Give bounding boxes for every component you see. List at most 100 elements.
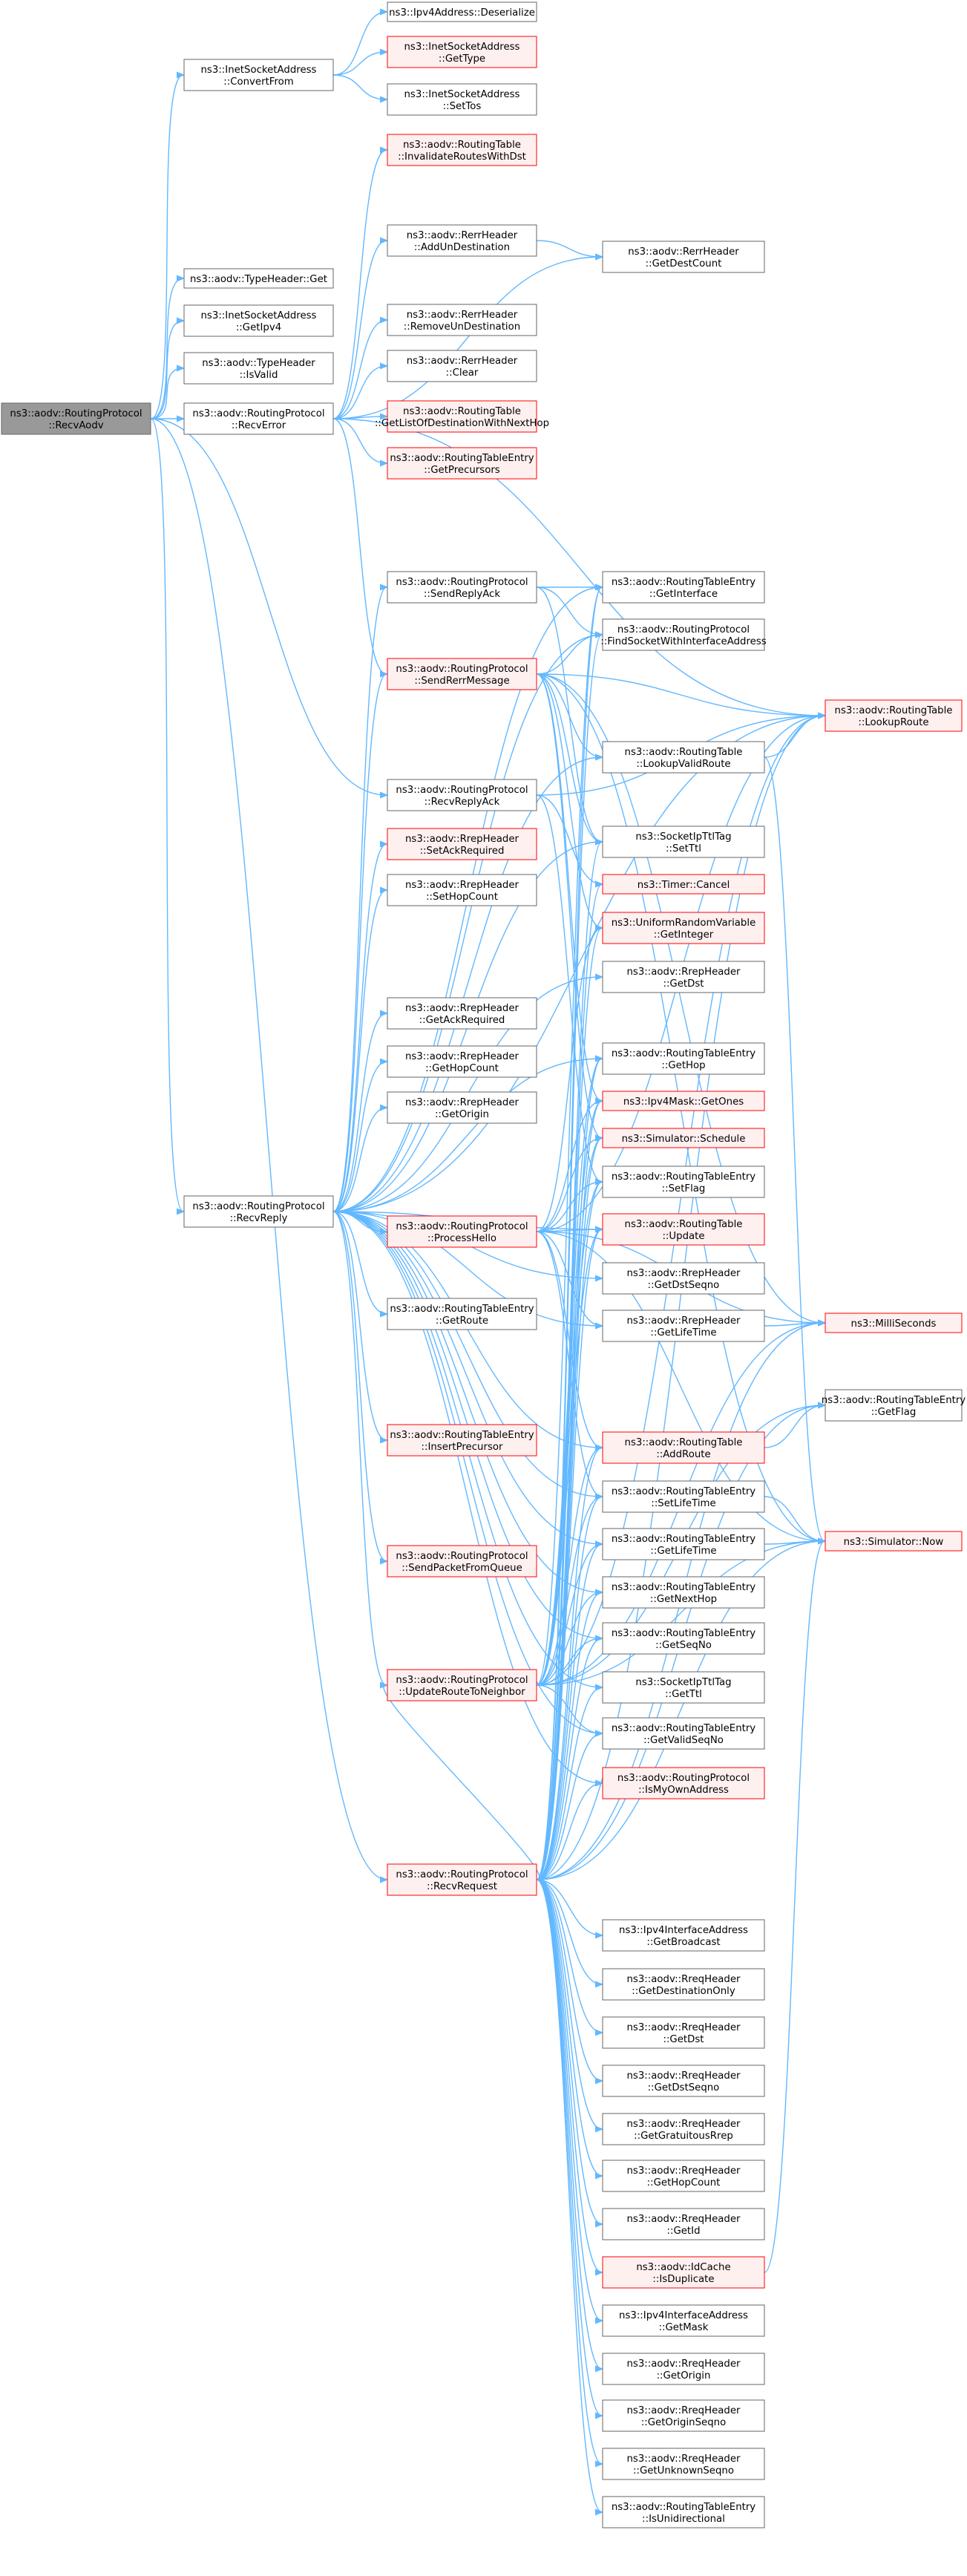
node-box	[387, 1215, 537, 1248]
edge-recvrequest-to-rreqgetdstseqno	[536, 1879, 602, 2081]
node-box	[602, 741, 765, 774]
node-rreqgetdstseqno[interactable]: ns3::aodv::RreqHeader::GetDstSeqno	[602, 2065, 765, 2097]
node-setlifetime[interactable]: ns3::aodv::RoutingTableEntry::SetLifeTim…	[602, 1480, 765, 1513]
node-recvrequest[interactable]: ns3::aodv::RoutingProtocol::RecvRequest	[387, 1863, 537, 1896]
node-recvaodv[interactable]: ns3::aodv::RoutingProtocol::RecvAodv	[1, 402, 151, 435]
node-box	[602, 1262, 765, 1295]
node-getipv4[interactable]: ns3::InetSocketAddress::GetIpv4	[183, 304, 334, 337]
node-typeheaderget[interactable]: ns3::aodv::TypeHeader::Get	[183, 268, 334, 289]
node-recverror[interactable]: ns3::aodv::RoutingProtocol::RecvError	[183, 402, 334, 435]
node-addroute[interactable]: ns3::aodv::RoutingTable::AddRoute	[602, 1431, 765, 1464]
node-getroute[interactable]: ns3::aodv::RoutingTableEntry::GetRoute	[387, 1298, 537, 1330]
node-rreqgethopcount[interactable]: ns3::aodv::RreqHeader::GetHopCount	[602, 2160, 765, 2192]
node-label: ns3::InetSocketAddress	[404, 89, 520, 100]
node-getmask[interactable]: ns3::Ipv4InterfaceAddress::GetMask	[602, 2304, 765, 2337]
node-getlistofdest[interactable]: ns3::aodv::RoutingTable::GetListOfDestin…	[375, 400, 549, 433]
node-label: ::RecvAodv	[48, 420, 103, 431]
node-label: ns3::aodv::RoutingTable	[403, 140, 521, 151]
node-rreqgetdst[interactable]: ns3::aodv::RreqHeader::GetDst	[602, 2016, 765, 2049]
node-getgratuitous[interactable]: ns3::aodv::RreqHeader::GetGratuitousRrep	[602, 2113, 765, 2145]
node-label: ::GetNextHop	[650, 1594, 717, 1605]
node-box	[602, 2113, 765, 2145]
node-getdestcount[interactable]: ns3::aodv::RerrHeader::GetDestCount	[602, 241, 765, 273]
node-setttl[interactable]: ns3::SocketIpTtlTag::SetTtl	[602, 826, 765, 858]
node-setackreq[interactable]: ns3::aodv::RrepHeader::SetAckRequired	[387, 828, 537, 860]
edge-recvrequest-to-getttl	[536, 1687, 602, 1880]
node-label: ::GetOriginSeqno	[641, 2417, 726, 2428]
node-recvreplyack[interactable]: ns3::aodv::RoutingProtocol::RecvReplyAck	[387, 779, 537, 811]
node-sendreplyack[interactable]: ns3::aodv::RoutingProtocol::SendReplyAck	[387, 571, 537, 604]
node-getprecursors[interactable]: ns3::aodv::RoutingTableEntry::GetPrecurs…	[387, 447, 537, 480]
node-getunknown[interactable]: ns3::aodv::RreqHeader::GetUnknownSeqno	[602, 2448, 765, 2480]
node-updateroute[interactable]: ns3::aodv::RoutingProtocol::UpdateRouteT…	[387, 1669, 537, 1701]
node-lookuproute[interactable]: ns3::aodv::RoutingTable::LookupRoute	[825, 699, 963, 732]
node-rtupdate[interactable]: ns3::aodv::RoutingTable::Update	[602, 1213, 765, 1246]
node-getinteger[interactable]: ns3::UniformRandomVariable::GetInteger	[602, 912, 765, 944]
node-setflag[interactable]: ns3::aodv::RoutingTableEntry::SetFlag	[602, 1166, 765, 1198]
node-getlifetime_e[interactable]: ns3::aodv::RoutingTableEntry::GetLifeTim…	[602, 1528, 765, 1560]
node-getackreq[interactable]: ns3::aodv::RrepHeader::GetAckRequired	[387, 997, 537, 1030]
node-rrepgetorigin[interactable]: ns3::aodv::RrepHeader::GetOrigin	[387, 1091, 537, 1124]
node-getnexthop[interactable]: ns3::aodv::RoutingTableEntry::GetNextHop	[602, 1576, 765, 1609]
node-label: ::ConvertFrom	[223, 76, 293, 88]
node-label: ::GetGratuitousRrep	[634, 2131, 733, 2142]
node-rreqgetid[interactable]: ns3::aodv::RreqHeader::GetId	[602, 2208, 765, 2240]
node-isvalid[interactable]: ns3::aodv::TypeHeader::IsValid	[183, 352, 334, 385]
node-removeundest[interactable]: ns3::aodv::RerrHeader::RemoveUnDestinati…	[387, 304, 537, 336]
node-label: ::GetMask	[659, 2322, 709, 2333]
node-box	[387, 1545, 537, 1578]
edge-sendrerr-to-milliseconds	[536, 673, 825, 1323]
node-ismyown[interactable]: ns3::aodv::RoutingProtocol::IsMyOwnAddre…	[602, 1767, 765, 1799]
node-addundest[interactable]: ns3::aodv::RerrHeader::AddUnDestination	[387, 224, 537, 257]
node-getbroadcast[interactable]: ns3::Ipv4InterfaceAddress::GetBroadcast	[602, 1919, 765, 1952]
node-recvreply[interactable]: ns3::aodv::RoutingProtocol::RecvReply	[183, 1195, 334, 1228]
node-invalidate[interactable]: ns3::aodv::RoutingTable::InvalidateRoute…	[387, 134, 537, 166]
node-label: ns3::InetSocketAddress	[201, 310, 317, 321]
node-getlifetime_h[interactable]: ns3::aodv::RrepHeader::GetLifeTime	[602, 1310, 765, 1342]
node-box	[602, 618, 765, 651]
node-getinterface[interactable]: ns3::aodv::RoutingTableEntry::GetInterfa…	[602, 571, 765, 604]
node-getttl[interactable]: ns3::SocketIpTtlTag::GetTtl	[602, 1671, 765, 1704]
node-label: ns3::aodv::RoutingProtocol	[617, 624, 750, 635]
node-gettype[interactable]: ns3::InetSocketAddress::GetType	[387, 36, 537, 68]
node-getseqno[interactable]: ns3::aodv::RoutingTableEntry::GetSeqNo	[602, 1622, 765, 1655]
node-sendrerr[interactable]: ns3::aodv::RoutingProtocol::SendRerrMess…	[387, 658, 537, 690]
node-rrepgethopcount[interactable]: ns3::aodv::RrepHeader::GetHopCount	[387, 1045, 537, 1078]
node-schedule[interactable]: ns3::Simulator::Schedule	[602, 1128, 765, 1148]
node-simnow[interactable]: ns3::Simulator::Now	[825, 1531, 963, 1552]
node-getvalidseqno[interactable]: ns3::aodv::RoutingTableEntry::GetValidSe…	[602, 1717, 765, 1750]
edge-recverror-to-getprecursors	[332, 418, 387, 463]
node-lookupvalid[interactable]: ns3::aodv::RoutingTable::LookupValidRout…	[602, 741, 765, 774]
node-deserialize[interactable]: ns3::Ipv4Address::Deserialize	[387, 1, 537, 22]
node-timercancel[interactable]: ns3::Timer::Cancel	[602, 874, 765, 895]
node-isunidir[interactable]: ns3::aodv::RoutingTableEntry::IsUnidirec…	[602, 2496, 765, 2528]
node-sethopcount[interactable]: ns3::aodv::RrepHeader::SetHopCount	[387, 874, 537, 906]
node-insertprec[interactable]: ns3::aodv::RoutingTableEntry::InsertPrec…	[387, 1424, 537, 1457]
node-isduplicate[interactable]: ns3::aodv::IdCache::IsDuplicate	[602, 2256, 765, 2289]
node-getoriginseqno[interactable]: ns3::aodv::RreqHeader::GetOriginSeqno	[602, 2399, 765, 2432]
node-getflag[interactable]: ns3::aodv::RoutingTableEntry::GetFlag	[822, 1389, 966, 1422]
node-milliseconds[interactable]: ns3::MilliSeconds	[825, 1312, 963, 1333]
node-rerrclear[interactable]: ns3::aodv::RerrHeader::Clear	[387, 350, 537, 382]
node-getdestonly[interactable]: ns3::aodv::RreqHeader::GetDestinationOnl…	[602, 1968, 765, 2001]
node-rreqgetorigin[interactable]: ns3::aodv::RreqHeader::GetOrigin	[602, 2353, 765, 2385]
node-settos[interactable]: ns3::InetSocketAddress::SetTos	[387, 83, 537, 116]
node-rrepgetdst[interactable]: ns3::aodv::RrepHeader::GetDst	[602, 961, 765, 993]
node-gethop[interactable]: ns3::aodv::RoutingTableEntry::GetHop	[602, 1042, 765, 1075]
node-label: ns3::aodv::RerrHeader	[407, 356, 518, 367]
node-label: ::GetHopCount	[647, 2177, 721, 2188]
node-processhello[interactable]: ns3::aodv::RoutingProtocol::ProcessHello	[387, 1215, 537, 1248]
node-getones[interactable]: ns3::Ipv4Mask::GetOnes	[602, 1091, 765, 1111]
node-label: ::SetTtl	[666, 843, 701, 854]
node-label: ::UpdateRouteToNeighbor	[399, 1687, 525, 1698]
node-rrepgetdstseqno[interactable]: ns3::aodv::RrepHeader::GetDstSeqno	[602, 1262, 765, 1295]
edge-recvrequest-to-findsocket	[536, 635, 602, 1880]
node-label: ns3::aodv::RoutingTableEntry	[612, 1534, 755, 1545]
edge-convertfrom-to-settos	[332, 74, 387, 99]
node-findsocket[interactable]: ns3::aodv::RoutingProtocol::FindSocketWi…	[600, 618, 767, 651]
node-convertfrom[interactable]: ns3::InetSocketAddress::ConvertFrom	[183, 59, 334, 91]
edge-recvaodv-to-recvreply	[150, 418, 183, 1212]
node-sendpacket[interactable]: ns3::aodv::RoutingProtocol::SendPacketFr…	[387, 1545, 537, 1578]
edge-recvreply-to-getroute	[332, 1211, 387, 1314]
node-label: ::Update	[662, 1231, 704, 1242]
